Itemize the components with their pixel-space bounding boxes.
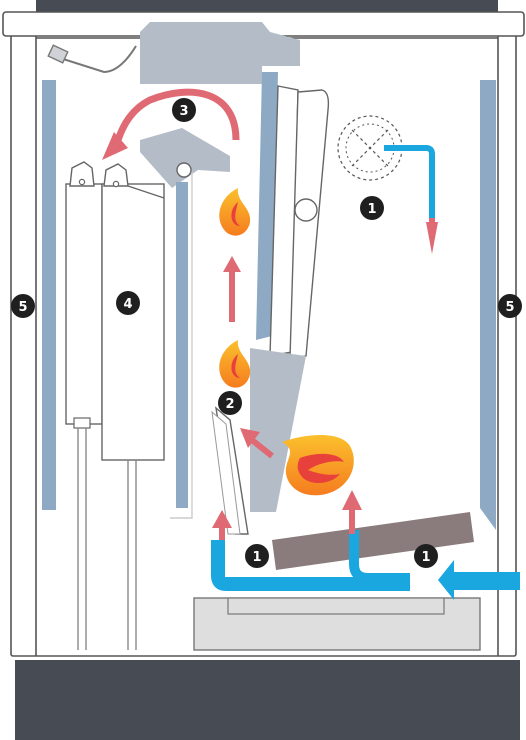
convection-channel xyxy=(176,182,188,508)
marker-1-bottom-left: 1 xyxy=(245,544,269,568)
marker-3-flue-gas: 3 xyxy=(172,98,196,122)
base-plinth xyxy=(15,660,520,740)
side-panel-right xyxy=(480,80,496,530)
marker-5-left: 5 xyxy=(11,294,35,318)
svg-text:2: 2 xyxy=(225,397,234,412)
svg-text:5: 5 xyxy=(505,300,514,315)
door-hinge xyxy=(295,199,317,221)
ash-drawer-handle xyxy=(228,598,444,614)
svg-text:1: 1 xyxy=(367,202,376,217)
svg-text:3: 3 xyxy=(179,104,188,119)
svg-text:1: 1 xyxy=(252,550,261,565)
svg-text:5: 5 xyxy=(18,300,27,315)
top-cap xyxy=(36,0,498,12)
marker-1-bottom-right: 1 xyxy=(414,544,438,568)
marker-1-fan: 1 xyxy=(360,196,384,220)
svg-text:4: 4 xyxy=(123,297,132,312)
side-panel-left xyxy=(42,80,56,510)
svg-text:1: 1 xyxy=(421,550,430,565)
marker-4-heat-exchanger: 4 xyxy=(116,291,140,315)
cold-air-fan-arrow-tail xyxy=(429,218,435,226)
marker-5-right: 5 xyxy=(498,294,522,318)
pivot-knob xyxy=(177,163,191,177)
marker-2-secondary-air: 2 xyxy=(218,391,242,415)
